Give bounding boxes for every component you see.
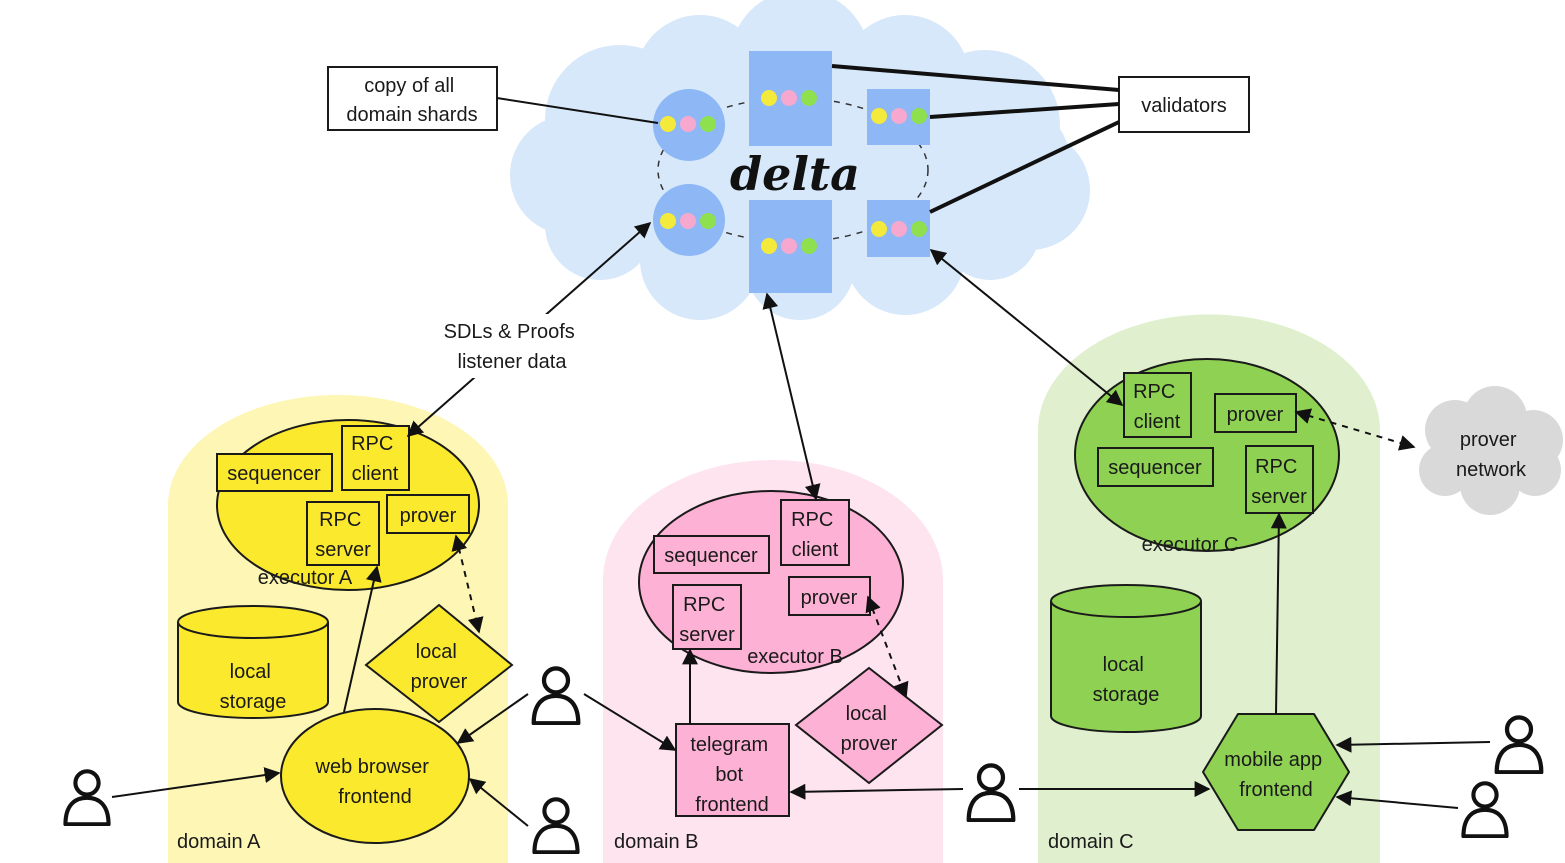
shard-dot — [781, 90, 797, 106]
validator-link — [929, 102, 1120, 119]
local-storage-c-label: local storage — [1093, 654, 1160, 706]
shard-dot — [680, 116, 696, 132]
prover-network-label: prover network — [1456, 429, 1527, 481]
shard-copy-note-box — [327, 66, 498, 131]
delta-logo: delta — [730, 147, 860, 201]
rpc-server-c — [1245, 445, 1314, 514]
prover-b-label: prover — [801, 587, 858, 609]
prover-c — [1214, 393, 1297, 433]
shard-dot — [761, 238, 777, 254]
user-icon — [534, 799, 577, 852]
local-prover-b-label: local prover — [841, 703, 898, 755]
local-storage-a-label: local storage — [220, 661, 287, 713]
rpc-client-b-label: RPC client — [791, 509, 839, 561]
shard-dots — [660, 90, 927, 254]
rpc-server-c-label: RPC server — [1251, 456, 1307, 508]
domain-a-label: domain A — [177, 831, 261, 853]
user-arrow — [111, 767, 281, 798]
shard-dot — [871, 221, 887, 237]
shard-dot — [911, 221, 927, 237]
user-arrow — [1335, 736, 1491, 753]
user-icon — [65, 771, 108, 824]
sequencer-a-label: sequencer — [227, 463, 321, 485]
local-storage-c — [1050, 584, 1202, 733]
user-arrow — [456, 693, 529, 744]
shard-dot — [781, 238, 797, 254]
web-browser-frontend — [280, 708, 470, 844]
user-arrow — [468, 777, 529, 827]
prover-c-network-link — [1294, 408, 1416, 451]
local-prover-a-label: local prover — [411, 641, 468, 693]
domain-b-label: domain B — [614, 831, 699, 853]
executor-c-label: executor C — [1142, 534, 1239, 556]
rpc-client-a-label: RPC client — [351, 433, 399, 485]
shard-dot — [871, 108, 887, 124]
shard-copy-note: copy of all domain shards — [346, 75, 477, 126]
rpc-client-b-link — [762, 292, 821, 501]
shard-dot — [761, 90, 777, 106]
shard-dot — [700, 116, 716, 132]
local-storage-a — [177, 605, 329, 719]
prover-network-cloud — [1419, 386, 1563, 515]
telegram-bot-frontend — [675, 723, 790, 817]
shard-dot — [660, 116, 676, 132]
shard-ring — [657, 97, 929, 243]
shard-dot — [680, 213, 696, 229]
shard-dot — [891, 108, 907, 124]
shard-dot — [911, 108, 927, 124]
user-arrow — [1335, 790, 1459, 809]
shard-dot — [891, 221, 907, 237]
link-label: SDLs & Proofs listener data — [444, 321, 581, 373]
web-browser-frontend-label: web browser frontend — [315, 756, 435, 808]
sequencer-c — [1097, 447, 1214, 487]
shard-dot — [801, 90, 817, 106]
validator-link — [929, 120, 1120, 214]
sequencer-c-label: sequencer — [1108, 457, 1202, 479]
sequencer-a — [216, 453, 333, 492]
rpc-server-b-label: RPC server — [679, 594, 735, 646]
prover-a — [386, 494, 470, 534]
user-arrow — [583, 693, 677, 751]
rpc-server-a-label: RPC server — [315, 509, 371, 561]
local-prover-a — [364, 603, 514, 724]
web-to-rpc-a — [343, 565, 382, 713]
link-label-bg — [437, 314, 587, 378]
user-icon — [1463, 783, 1506, 836]
rpc-client-c-link — [929, 248, 1124, 407]
mobile-to-rpc-c — [1270, 512, 1287, 715]
prover-b-local-link — [865, 595, 909, 699]
sequencer-b — [653, 535, 770, 574]
validators-label: validators — [1141, 95, 1227, 117]
rpc-server-a — [306, 501, 380, 566]
shard-copy-connector — [496, 97, 659, 124]
validator-link — [831, 64, 1120, 92]
user-icon — [969, 765, 1014, 820]
prover-a-label: prover — [400, 505, 457, 527]
domain-c-label: domain C — [1048, 831, 1134, 853]
rpc-client-c-label: RPC client — [1133, 381, 1181, 433]
executor-a-label: executor A — [258, 567, 353, 589]
mobile-app-frontend-label: mobile app frontend — [1224, 749, 1327, 801]
user-icon — [1497, 717, 1542, 772]
executor-b-label: executor B — [747, 646, 843, 668]
rpc-client-a — [341, 425, 410, 491]
rpc-server-b — [672, 584, 742, 650]
shard-dot — [660, 213, 676, 229]
shard-dot — [801, 238, 817, 254]
user-icon — [534, 668, 579, 723]
rpc-client-c — [1123, 372, 1192, 438]
prover-a-local-link — [451, 534, 484, 634]
shard-dot — [700, 213, 716, 229]
mobile-app-frontend — [1202, 713, 1350, 831]
user-arrow — [789, 783, 964, 800]
prover-c-label: prover — [1227, 404, 1284, 426]
sequencer-b-label: sequencer — [664, 545, 758, 567]
telegram-bot-frontend-label: telegram bot frontend — [690, 734, 773, 816]
